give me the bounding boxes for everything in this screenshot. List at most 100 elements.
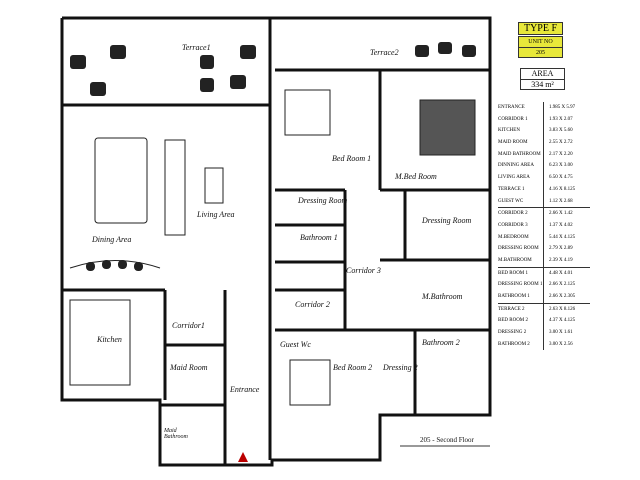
- room-bedroom1: Bed Room 1: [332, 154, 372, 163]
- room-mbedroom: M.Bed Room: [395, 172, 437, 181]
- room-dims: 4.37 X 4.125: [549, 318, 576, 324]
- room-entrance: Entrance: [230, 385, 260, 394]
- area-value: 334 m²: [531, 80, 554, 89]
- type-badge: TYPE F: [518, 22, 563, 35]
- room-mbathroom: M.Bathroom: [422, 292, 463, 301]
- room-bedroom2: Bed Room 2: [333, 363, 373, 372]
- room-terrace1: Terrace1: [182, 43, 211, 52]
- room-dressing-master: Dressing Room: [422, 216, 472, 225]
- area-label: AREA: [521, 69, 564, 80]
- table-row: DRESSING 2 3.00 X 1.61: [498, 327, 590, 339]
- room-dressing2: Dressing 2: [383, 363, 418, 372]
- room-corridor3: Corridor 3: [346, 266, 381, 275]
- unit-badge: UNIT NO 205: [518, 36, 563, 58]
- room-name: BED ROOM 1: [498, 267, 544, 280]
- room-dressing1: Dressing Room: [298, 196, 348, 205]
- room-guestwc: Guest Wc: [280, 340, 311, 349]
- room-dims: 3.00 X 1.61: [549, 330, 573, 336]
- room-dims: 6.23 X 3.00: [549, 163, 573, 169]
- furniture: [69, 89, 476, 406]
- master-bed: [419, 99, 476, 156]
- room-dims: 2.66 X 2.305: [549, 294, 576, 299]
- coffee-table: [204, 167, 224, 204]
- room-dims: 1.12 X 2.68: [549, 198, 573, 204]
- room-name: CORRIDOR 2: [498, 208, 544, 220]
- room-name: MAID BATHROOM: [498, 148, 544, 161]
- table-row: DINNING AREA 6.23 X 3.00: [498, 160, 590, 173]
- room-living: Living Area: [197, 210, 235, 219]
- room-maidbath: Maid Bathroom: [164, 428, 188, 440]
- room-bathroom2: Bathroom 2: [422, 338, 460, 347]
- table-row: BATHROOM 2 3.00 X 2.56: [498, 338, 590, 351]
- room-name: DRESSING ROOM 1: [498, 279, 544, 291]
- room-name: M.BATHROOM: [498, 254, 544, 267]
- room-dims: 1.93 X 2.07: [549, 116, 573, 122]
- room-dims: 2.17 X 2.20: [549, 151, 573, 157]
- table-row: CORRIDOR 1 1.93 X 2.07: [498, 113, 590, 126]
- room-name: GUEST WC: [498, 195, 544, 208]
- table-row: ENTRANCE 1.985 X 5.97: [498, 102, 590, 114]
- table-row: GUEST WC 1.12 X 2.68: [498, 195, 590, 208]
- room-dims: 2.79 X 2.89: [549, 246, 573, 252]
- table-row: CORRIDOR 3 1.37 X 4.02: [498, 219, 590, 232]
- room-dims: 3.83 X 5.60: [549, 128, 573, 134]
- room-name: TERRACE 2: [498, 303, 544, 316]
- area-box: AREA 334 m²: [520, 68, 565, 90]
- room-dims: 5.44 X 4.125: [549, 234, 576, 240]
- bed-2: [289, 359, 331, 406]
- table-divider: [498, 302, 590, 304]
- table-row: BED ROOM 1 4.48 X 4.01: [498, 267, 590, 280]
- room-corridor1: Corridor1: [172, 321, 205, 330]
- room-dims: 3.00 X 2.56: [549, 341, 573, 347]
- room-corridor2: Corridor 2: [295, 300, 330, 309]
- table-row: BATHROOM 1 2.66 X 2.305: [498, 291, 590, 303]
- kitchen-counter: [69, 260, 161, 269]
- dining-table: [94, 137, 148, 224]
- room-name: DRESSING 2: [498, 327, 544, 339]
- table-row: TERRACE 1 4.16 X 8.125: [498, 183, 590, 196]
- room-dims: 2.66 X 1.42: [549, 211, 573, 217]
- room-name: MAID ROOM: [498, 137, 544, 149]
- room-dims: 1.985 X 5.97: [549, 105, 576, 110]
- terrace-chairs: [70, 42, 476, 271]
- sofa: [164, 139, 186, 236]
- room-dims: 4.48 X 4.01: [549, 270, 573, 276]
- room-name: DINNING AREA: [498, 160, 544, 173]
- room-name: ENTRANCE: [498, 102, 544, 114]
- walls: [60, 16, 492, 467]
- room-name: CORRIDOR 1: [498, 113, 544, 126]
- room-kitchen: Kitchen: [97, 335, 122, 344]
- unit-number: 205: [536, 50, 545, 56]
- table-row: BED ROOM 2 4.37 X 4.125: [498, 315, 590, 328]
- table-row: TERRACE 2 2.63 X 8.126: [498, 303, 590, 316]
- room-name: BATHROOM 1: [498, 291, 544, 303]
- table-row: MAID BATHROOM 2.17 X 2.20: [498, 148, 590, 161]
- room-dims: 2.63 X 8.126: [549, 306, 576, 312]
- room-terrace2: Terrace2: [370, 48, 399, 57]
- bed-1: [284, 89, 331, 136]
- table-row: MAID ROOM 2.55 X 2.72: [498, 137, 590, 149]
- table-row: DRESSING ROOM 2.79 X 2.89: [498, 243, 590, 255]
- table-row: DRESSING ROOM 1 2.66 X 2.125: [498, 279, 590, 291]
- room-name: TERRACE 1: [498, 183, 544, 196]
- room-maidroom: Maid Room: [170, 363, 208, 372]
- room-dims: 2.55 X 2.72: [549, 140, 573, 146]
- room-name: BATHROOM 2: [498, 338, 544, 351]
- room-name: CORRIDOR 3: [498, 219, 544, 232]
- floor-caption: 205 - Second Floor: [420, 436, 474, 444]
- table-divider: [498, 266, 590, 268]
- room-dining: Dining Area: [92, 235, 132, 244]
- room-dims: 1.37 X 4.02: [549, 222, 573, 228]
- room-dims: 2.66 X 2.125: [549, 282, 576, 288]
- room-dims: 6.50 X 4.75: [549, 175, 573, 181]
- room-name: DRESSING ROOM: [498, 243, 544, 255]
- room-name: BED ROOM 2: [498, 315, 544, 328]
- room-dims: 4.16 X 8.125: [549, 186, 576, 192]
- table-row: CORRIDOR 2 2.66 X 1.42: [498, 208, 590, 220]
- room-dims: 2.39 X 4.19: [549, 257, 573, 263]
